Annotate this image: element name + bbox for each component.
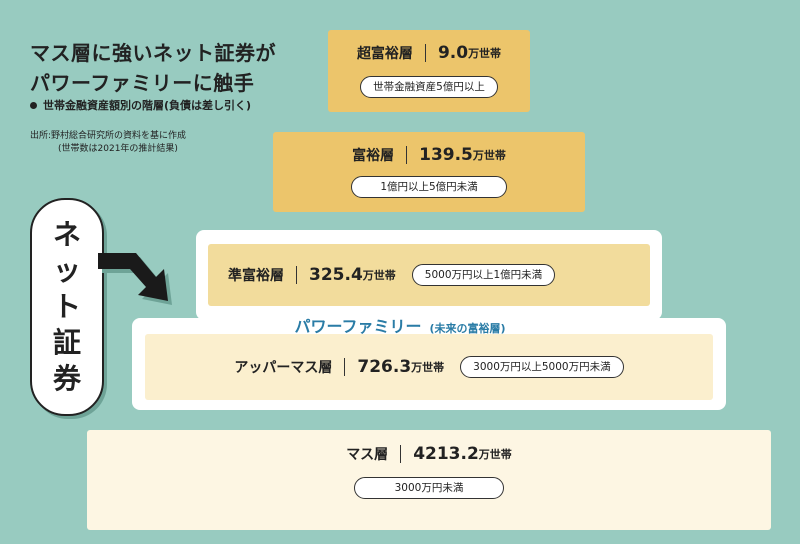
arrow-icon [98, 253, 172, 305]
separator [400, 445, 402, 463]
tier-rich: 富裕層 139.5 万世帯 1億円以上5億円未満 [273, 132, 585, 212]
tier-range: 1億円以上5億円未満 [351, 176, 507, 198]
tier-range: 世帯金融資産5億円以上 [360, 76, 498, 98]
separator [344, 358, 346, 376]
source-note: 出所:野村総合研究所の資料を基に作成 (世帯数は2021年の推計結果) [30, 130, 186, 156]
tier-range: 3000万円以上5000万円未満 [460, 356, 624, 378]
tier-name: マス層 [346, 447, 389, 463]
tier-unit: 万世帯 [478, 448, 512, 461]
separator [406, 146, 408, 164]
tier-households: 726.3 [357, 357, 412, 377]
tier-semi-rich: 準富裕層 325.4 万世帯 5000万円以上1億円未満 [208, 244, 650, 306]
tier-super-rich: 超富裕層 9.0 万世帯 世帯金融資産5億円以上 [328, 30, 530, 112]
net-securities-label: ネ ッ ト 証 券 [30, 198, 104, 416]
source-line-1: 出所:野村総合研究所の資料を基に作成 [30, 131, 187, 141]
tier-unit: 万世帯 [468, 47, 502, 60]
tier-unit: 万世帯 [472, 149, 506, 162]
tier-households: 4213.2 [413, 444, 479, 464]
tier-unit: 万世帯 [411, 361, 445, 374]
tier-unit: 万世帯 [362, 269, 396, 282]
power-family-label: パワーファミリー (未来の富裕層) [0, 313, 800, 337]
tier-name: 富裕層 [352, 148, 395, 164]
title-line-2: パワーファミリーに触手 [30, 71, 255, 95]
subtitle-text: 世帯金融資産額別の階層(負債は差し引く) [43, 99, 252, 112]
source-line-2: (世帯数は2021年の推計結果) [58, 144, 178, 154]
page-title: マス層に強いネット証券が パワーファミリーに触手 [30, 38, 276, 98]
net-char: ネ [52, 218, 81, 251]
net-char: 証 [52, 326, 81, 359]
tier-households: 139.5 [419, 145, 473, 165]
net-char: ッ [52, 254, 81, 287]
net-char: ト [52, 290, 81, 323]
tier-range: 5000万円以上1億円未満 [411, 264, 556, 286]
bullet-icon [30, 101, 37, 109]
separator [296, 266, 297, 284]
tier-name: アッパーマス層 [234, 360, 333, 376]
tier-mass: マス層 4213.2 万世帯 3000万円未満 [87, 430, 771, 530]
title-line-1: マス層に強いネット証券が [30, 41, 276, 65]
power-family-title: パワーファミリー [294, 317, 422, 336]
tier-name: 準富裕層 [228, 268, 284, 284]
tier-name: 超富裕層 [356, 46, 413, 62]
subtitle: 世帯金融資産額別の階層(負債は差し引く) [30, 97, 251, 113]
separator [424, 44, 426, 62]
tier-range: 3000万円未満 [353, 477, 505, 499]
power-family-subtitle: (未来の富裕層) [429, 322, 506, 335]
tier-upper-mass: アッパーマス層 726.3 万世帯 3000万円以上5000万円未満 [145, 334, 713, 400]
net-char: 券 [52, 362, 81, 395]
tier-households: 9.0 [437, 43, 469, 63]
tier-households: 325.4 [309, 265, 363, 285]
